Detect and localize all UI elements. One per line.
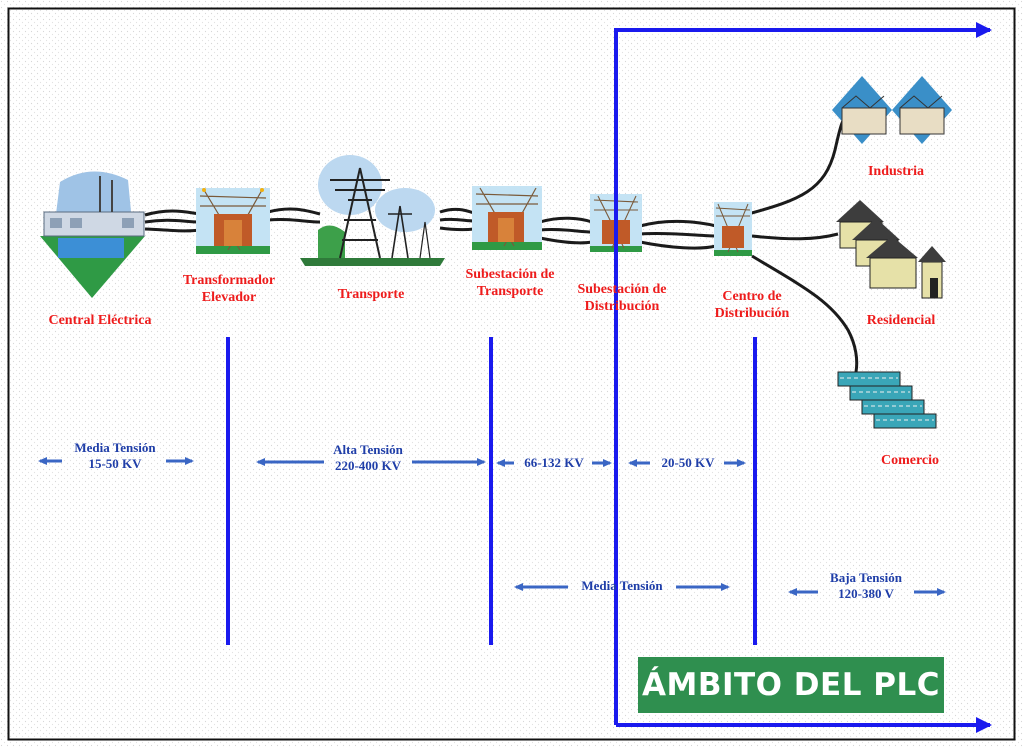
range-label-baja-line2: 120-380 V xyxy=(838,586,894,601)
range-label-baja-tension: Baja Tensión 120-380 V xyxy=(814,570,918,602)
label-centro-distribucion: Centro de Distribución xyxy=(702,288,802,322)
range-label-baja-line1: Baja Tensión xyxy=(830,570,902,585)
range-label-alta-tension: Alta Tensión 220-400 KV xyxy=(318,442,418,474)
label-centro-line1: Centro de xyxy=(722,289,782,304)
plc-scope-top-arrow xyxy=(614,22,992,725)
label-sub-transporte-line2: Transporte xyxy=(476,284,544,299)
range-label-media-tension-2: Media Tensión xyxy=(581,578,663,593)
label-sub-distribucion-line1: Subestación de xyxy=(577,282,667,297)
transport-substation-icon xyxy=(472,186,542,250)
houses-icon xyxy=(836,200,946,299)
label-subestacion-transporte: Subestación de Transporte xyxy=(454,266,566,300)
range-label-media-1-line1: Media Tensión xyxy=(74,440,156,455)
section-dividers xyxy=(226,337,757,645)
distribution-center-icon xyxy=(714,202,752,256)
label-subestacion-distribucion: Subestación de Distribución xyxy=(566,281,678,315)
plc-scope-bracket xyxy=(614,22,992,733)
range-label-alta-line1: Alta Tensión xyxy=(333,442,403,457)
label-comercio: Comercio xyxy=(880,453,940,468)
label-transporte: Transporte xyxy=(337,287,405,302)
label-sub-distribucion-line2: Distribución xyxy=(584,299,660,314)
label-transformador-line2: Elevador xyxy=(201,290,257,305)
plc-scope-banner: ÁMBITO DEL PLC xyxy=(638,657,944,713)
factory-icon xyxy=(832,76,952,144)
range-label-media-tension-1: Media Tensión 15-50 KV xyxy=(58,440,172,472)
label-sub-transporte-line1: Subestación de xyxy=(465,267,555,282)
transmission-tower-icon xyxy=(300,155,445,266)
transformer-icon xyxy=(196,188,270,254)
range-label-20-50-kv: 20-50 KV xyxy=(661,455,715,470)
plc-scope-banner-text: ÁMBITO DEL PLC xyxy=(642,667,940,703)
label-transformador-line1: Transformador xyxy=(182,273,276,288)
range-label-media-1-line2: 15-50 KV xyxy=(88,456,142,471)
range-arrows xyxy=(38,457,946,596)
label-residencial: Residencial xyxy=(866,313,936,328)
power-plant-icon xyxy=(40,171,145,298)
label-transformador-elevador: Transformador Elevador xyxy=(170,272,288,306)
label-industria: Industria xyxy=(867,164,925,179)
outer-border xyxy=(7,7,1016,741)
label-central-electrica: Central Eléctrica xyxy=(48,313,152,328)
label-centro-line2: Distribución xyxy=(714,306,790,321)
range-label-66-132-kv: 66-132 KV xyxy=(524,455,584,470)
stores-icon xyxy=(837,371,937,429)
range-label-alta-line2: 220-400 KV xyxy=(334,458,402,473)
